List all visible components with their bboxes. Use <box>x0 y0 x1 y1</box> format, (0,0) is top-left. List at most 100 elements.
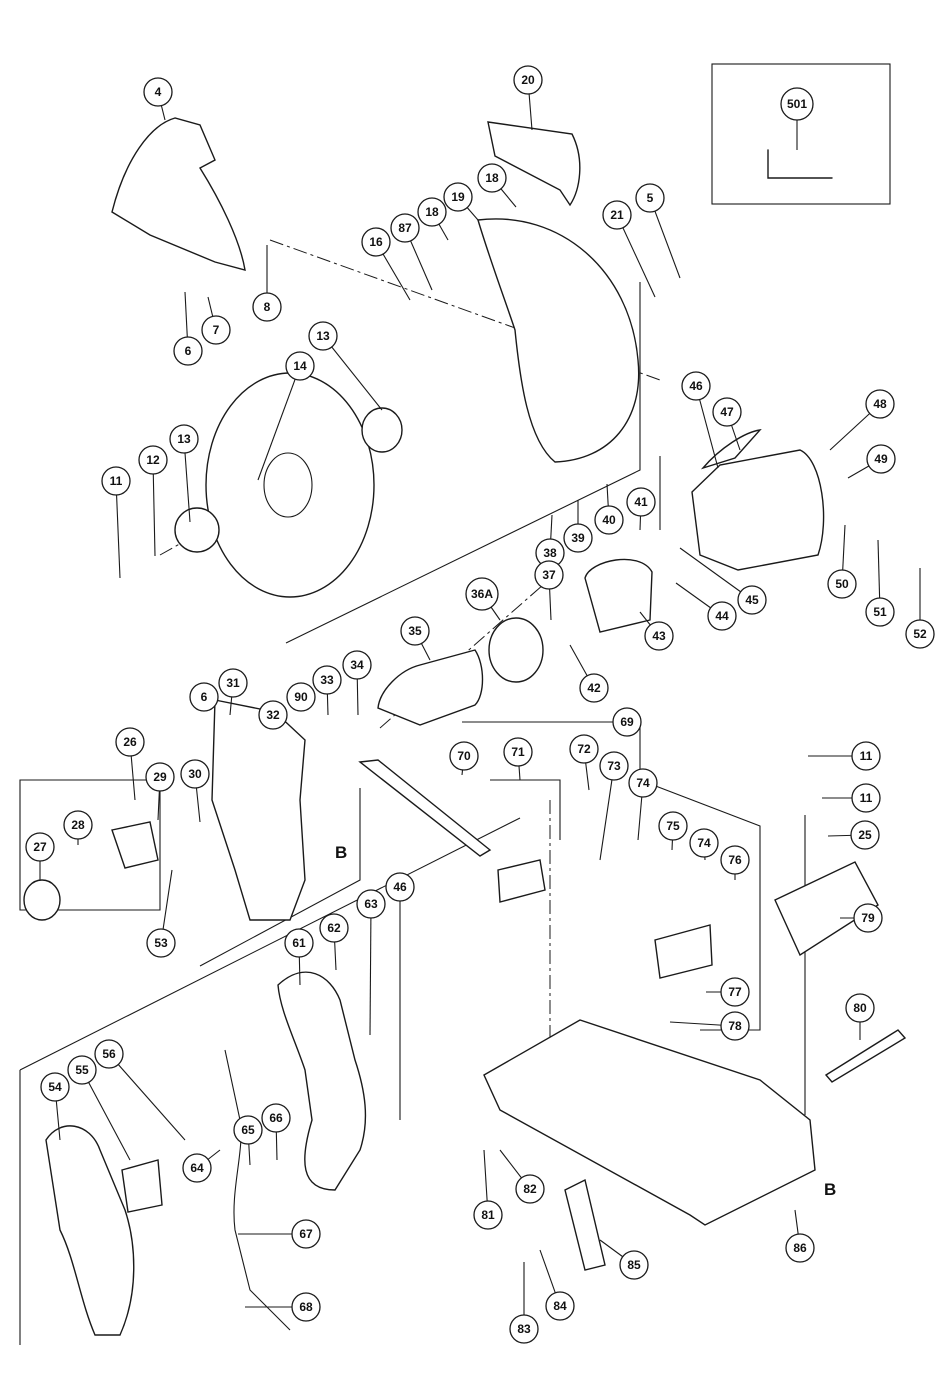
part-callout: 46 <box>386 873 414 901</box>
accessory-inset-frame <box>712 64 890 204</box>
part-number-label: 74 <box>697 836 711 850</box>
part-number-label: 78 <box>728 1019 742 1033</box>
part-callout: 66 <box>262 1104 290 1132</box>
part-callout: 69 <box>613 708 641 736</box>
part-number-label: 26 <box>123 735 137 749</box>
part-callout: 48 <box>866 390 894 418</box>
part-number-label: 13 <box>316 329 330 343</box>
part-callout: 64 <box>183 1154 211 1182</box>
part-callout: 32 <box>259 701 287 729</box>
part-callout: 50 <box>828 570 856 598</box>
part-callout: 78 <box>721 1012 749 1040</box>
part-callout: 46 <box>682 372 710 400</box>
leader-line <box>370 904 371 1035</box>
part-callout: 74 <box>629 769 657 797</box>
part-number-label: 33 <box>320 673 334 687</box>
switch <box>122 1160 162 1212</box>
part-callout: 76 <box>721 846 749 874</box>
handle-cover-left <box>46 1126 134 1335</box>
part-number-label: 75 <box>666 819 680 833</box>
part-number-label: 29 <box>153 770 167 784</box>
baffle-ring <box>489 618 543 682</box>
part-number-label: 37 <box>542 568 556 582</box>
part-number-label: 80 <box>853 1001 867 1015</box>
part-number-label: 55 <box>75 1063 89 1077</box>
part-number-label: 83 <box>517 1322 531 1336</box>
part-callout: 6 <box>190 683 218 711</box>
part-number-label: 11 <box>860 749 873 763</box>
part-callout: 11 <box>852 742 880 770</box>
part-number-label: 76 <box>728 853 742 867</box>
part-callout: 68 <box>292 1293 320 1321</box>
clamp-plate <box>655 925 712 978</box>
part-number-label: 28 <box>71 818 85 832</box>
part-number-label: 39 <box>571 531 585 545</box>
part-callout: 14 <box>286 352 314 380</box>
part-number-label: 74 <box>636 776 650 790</box>
part-number-label: 65 <box>241 1123 255 1137</box>
part-number-label: 54 <box>48 1080 62 1094</box>
part-callout: 26 <box>116 728 144 756</box>
part-callout: 82 <box>516 1175 544 1203</box>
inner-flange <box>362 408 402 452</box>
part-callout: 33 <box>313 666 341 694</box>
part-callout: 11 <box>852 784 880 812</box>
part-number-label: 13 <box>177 432 191 446</box>
part-number-label: 52 <box>913 627 927 641</box>
part-outlines <box>24 118 905 1335</box>
part-callout: 87 <box>391 214 419 242</box>
chip-cover <box>565 1180 605 1270</box>
part-number-label: 12 <box>146 453 160 467</box>
part-number-label: 16 <box>369 235 383 249</box>
part-callout: 19 <box>444 183 472 211</box>
part-callout: 85 <box>620 1251 648 1279</box>
part-number-label: 63 <box>364 897 378 911</box>
part-callout: 6 <box>174 337 202 365</box>
part-callout: 20 <box>514 66 542 94</box>
part-number-label: 36A <box>471 587 493 601</box>
part-number-label: 85 <box>627 1258 641 1272</box>
part-number-label: 45 <box>745 593 759 607</box>
section-marker-b-right: B <box>824 1180 836 1199</box>
part-number-label: 56 <box>102 1047 116 1061</box>
stator <box>585 559 652 632</box>
part-callout: 4 <box>144 78 172 106</box>
part-number-label: 81 <box>481 1208 495 1222</box>
handle-cover-right <box>278 972 365 1190</box>
part-callout: 47 <box>713 398 741 426</box>
part-number-label: 35 <box>408 624 422 638</box>
part-number-label: 18 <box>485 171 499 185</box>
part-callout: 29 <box>146 763 174 791</box>
part-callout: 74 <box>690 829 718 857</box>
part-callout: 75 <box>659 812 687 840</box>
part-number-label: 68 <box>299 1300 313 1314</box>
part-callout: 90 <box>287 683 315 711</box>
part-number-label: 4 <box>155 85 162 99</box>
part-callout: 84 <box>546 1292 574 1320</box>
part-number-label: 79 <box>861 911 875 925</box>
gear-housing <box>212 700 305 920</box>
part-number-label: 11 <box>110 474 123 488</box>
part-number-label: 53 <box>154 936 168 950</box>
part-callout: 73 <box>600 752 628 780</box>
part-callout: 34 <box>343 651 371 679</box>
part-callout: 5 <box>636 184 664 212</box>
part-number-label: 20 <box>521 73 535 87</box>
part-number-label: 43 <box>652 629 666 643</box>
part-callout: 72 <box>570 735 598 763</box>
part-number-label: 66 <box>269 1111 283 1125</box>
gear <box>112 822 158 868</box>
part-callout: 67 <box>292 1220 320 1248</box>
part-number-label: 21 <box>610 208 624 222</box>
power-cord <box>225 1050 290 1330</box>
part-callout: 53 <box>147 929 175 957</box>
part-callout: 51 <box>866 598 894 626</box>
part-number-label: 90 <box>294 690 308 704</box>
part-number-label: 84 <box>553 1299 567 1313</box>
part-number-label: 42 <box>587 681 601 695</box>
part-number-label: 70 <box>457 749 471 763</box>
part-number-label: 48 <box>873 397 887 411</box>
part-callout: 13 <box>170 425 198 453</box>
part-number-label: 71 <box>511 745 525 759</box>
part-number-label: 501 <box>787 97 807 111</box>
